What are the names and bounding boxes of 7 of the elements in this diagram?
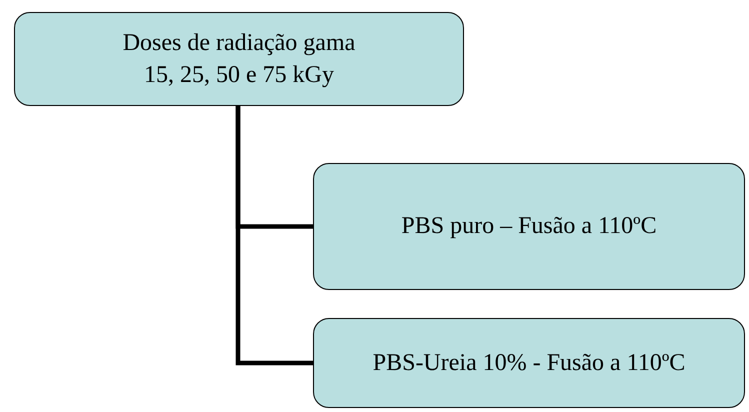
node-text: Doses de radiação gama 15, 25, 50 e 75 kGy (122, 28, 356, 90)
process-box (313, 318, 745, 408)
node-text: PBS-Ureia 10% - Fusão a 110ºC (372, 348, 686, 378)
process-box (14, 12, 464, 106)
process-box (313, 163, 745, 290)
node-text: PBS puro – Fusão a 110ºC (401, 212, 657, 242)
connector-line (236, 106, 313, 366)
